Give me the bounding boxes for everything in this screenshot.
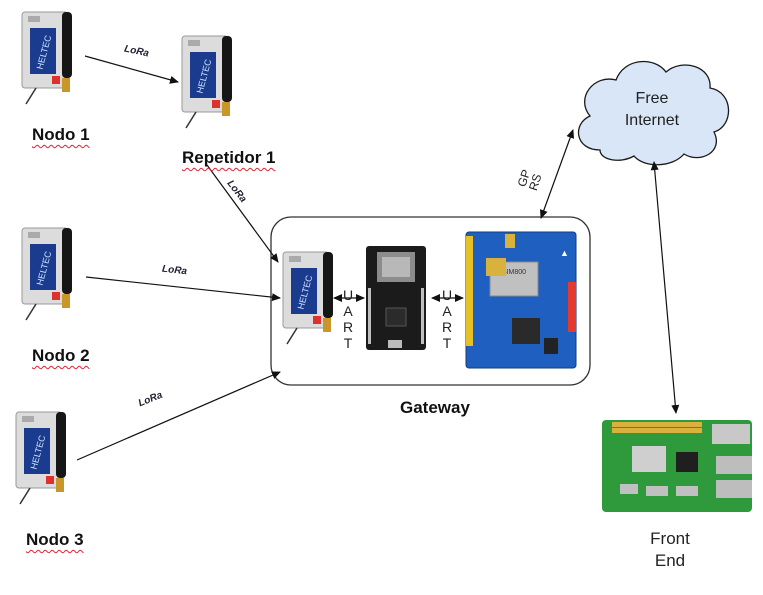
- nodo3-device-icon: [15, 411, 67, 505]
- raspberry-pi-icon: [602, 420, 752, 512]
- link-nodo1-repetidor1: [84, 55, 179, 84]
- link-cloud-frontend: [650, 161, 680, 414]
- nodo1-label: Nodo 1: [32, 125, 90, 144]
- svg-text:▲: ▲: [560, 248, 569, 258]
- gateway-box: [270, 216, 591, 386]
- nodo2-label: Nodo 2: [32, 346, 90, 365]
- gateway-label: Gateway: [400, 398, 470, 417]
- nodo1-device-icon: [21, 11, 73, 105]
- repetidor1-label: Repetidor 1: [182, 148, 276, 167]
- link-nodo2-gateway: [85, 276, 281, 302]
- link-repetidor1-gateway: [206, 164, 279, 263]
- repetidor1-device-icon: [181, 35, 233, 129]
- sim800-shield-icon: SIM800 ▲: [465, 231, 577, 369]
- link-nodo3-gateway: [76, 371, 281, 461]
- esp32-board-icon: [366, 246, 426, 350]
- nodo2-device-icon: [21, 227, 73, 321]
- link-gprs: [539, 129, 575, 219]
- svg-text:SIM800: SIM800: [502, 269, 526, 276]
- nodo3-label: Nodo 3: [26, 530, 84, 549]
- gateway-lora-device-icon: [282, 251, 334, 345]
